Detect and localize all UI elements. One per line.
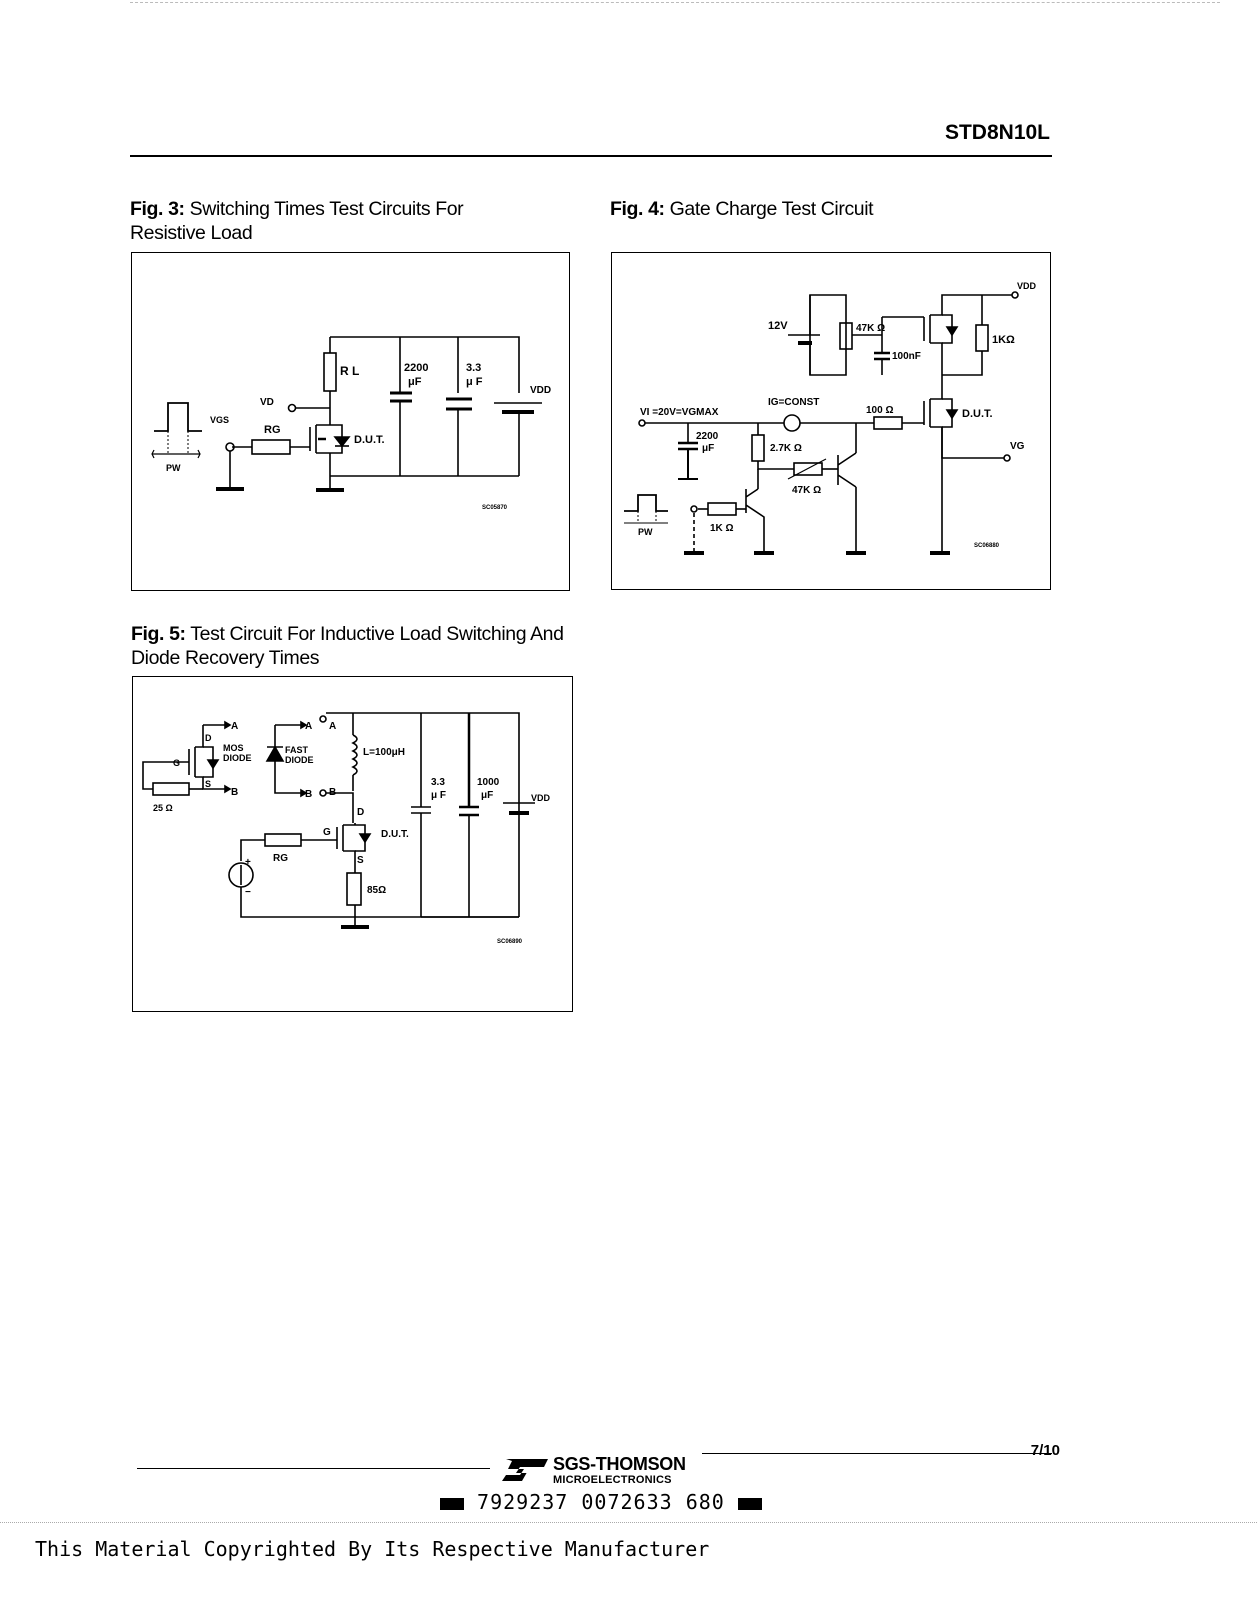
fig3-caption: Fig. 3: Switching Times Test Circuits Fo…	[130, 197, 540, 245]
fig5-label-c1000-unit: μF	[481, 790, 493, 801]
fig5-label-r25: 25 Ω	[153, 803, 173, 813]
fig4-label-r100: 100 Ω	[866, 405, 893, 416]
fig4-label-r1k-bottom: 1K Ω	[710, 523, 734, 534]
fig4-caption-label: Fig. 4:	[610, 198, 665, 220]
fig4-caption-text: Gate Charge Test Circuit	[669, 198, 874, 220]
fig3-label-rl: R L	[340, 364, 359, 378]
fig4-label-code: SC06880	[974, 543, 1000, 549]
fig4-caption: Fig. 4: Gate Charge Test Circuit	[610, 197, 1030, 221]
fig3-label-dut: D.U.T.	[354, 434, 385, 446]
fig3-label-c1-value: 2200	[404, 362, 428, 374]
fig4-label-dut: D.U.T.	[962, 408, 993, 420]
fig4-circuit-diagram: VDD 12V 47K Ω 100nF 1KΩ VI =20V=VGMAX IG…	[611, 252, 1051, 590]
logo-sub-text: MICROELECTRONICS	[553, 1474, 672, 1486]
fig4-label-vdd: VDD	[1017, 281, 1037, 291]
fig3-label-vd: VD	[260, 397, 274, 408]
fig5-label-minus: −	[245, 887, 251, 898]
fig5-label-fast: FAST	[285, 745, 309, 755]
fig5-label-s2: S	[357, 855, 364, 866]
fig5-label-rg: RG	[273, 853, 288, 864]
fig4-label-pw: PW	[638, 527, 653, 537]
barcode-number: 7929237 0072633 680	[477, 1490, 725, 1514]
fig4-label-c2200: 2200	[696, 431, 719, 442]
fig5-label-d1: D	[205, 733, 212, 743]
fig4-label-r1k-right: 1KΩ	[992, 334, 1015, 346]
page-number: 7/10	[1030, 1442, 1060, 1459]
fig5-label-d2: D	[357, 807, 364, 818]
fig5-label-diode1: DIODE	[223, 753, 252, 763]
fig4-label-r47k-top: 47K Ω	[856, 323, 885, 334]
fig4-label-r27k: 2.7K Ω	[770, 443, 802, 454]
copyright-notice: This Material Copyrighted By Its Respect…	[35, 1537, 710, 1561]
fig5-label-vdd: VDD	[531, 793, 551, 803]
fig4-label-12v: 12V	[768, 320, 788, 332]
fig5-label-g1: G	[173, 758, 180, 768]
fig5-caption-text: Test Circuit For Inductive Load Switchin…	[131, 623, 564, 669]
fig4-label-vi: VI =20V=VGMAX	[640, 407, 719, 418]
fig5-label-s1: S	[205, 779, 211, 789]
fig3-label-vgs: VGS	[210, 415, 229, 425]
scan-edge-top	[130, 2, 1220, 3]
fig5-label-r85: 85Ω	[367, 885, 386, 896]
fig5-label-c33-unit: μ F	[431, 790, 446, 801]
fig5-label-b3: B	[329, 787, 336, 798]
fig5-caption: Fig. 5: Test Circuit For Inductive Load …	[131, 622, 571, 670]
st-logo-icon	[502, 1459, 548, 1481]
fig5-label-c1000-value: 1000	[477, 777, 500, 788]
st-logo	[500, 1457, 550, 1488]
fig5-label-g2: G	[323, 827, 331, 838]
fig4-label-c100nf: 100nF	[892, 351, 921, 362]
fig3-caption-label: Fig. 3:	[130, 198, 185, 220]
fig5-label-b2: B	[305, 789, 312, 800]
fig5-label-a1: A	[231, 721, 238, 732]
fig5-label-c33-value: 3.3	[431, 777, 445, 788]
fig3-label-c2-unit: μ F	[466, 376, 483, 388]
fig5-label-plus: +	[245, 857, 251, 868]
fig5-caption-label: Fig. 5:	[131, 623, 186, 645]
fig5-label-code: SC06890	[497, 939, 523, 945]
fig3-label-c2-value: 3.3	[466, 362, 481, 374]
footer-rule-right	[702, 1453, 1052, 1454]
fig5-label-inductor: L=100μH	[363, 747, 405, 758]
fig3-label-pw: PW	[166, 463, 181, 473]
fig3-label-code: SC05870	[482, 505, 508, 511]
fig4-label-vg: VG	[1010, 441, 1025, 452]
part-number: STD8N10L	[944, 121, 1050, 144]
scan-edge-bottom	[0, 1522, 1257, 1523]
fig5-circuit-diagram: A A A B B B D D MOS DIODE FAST DIODE G G…	[132, 676, 573, 1012]
fig3-caption-text: Switching Times Test Circuits For Resist…	[130, 198, 464, 244]
fig3-circuit-diagram: R L 2200 μF 3.3 μ F VDD VD VGS RG D.U.T.…	[131, 252, 570, 591]
fig5-label-dut: D.U.T.	[381, 829, 409, 840]
fig4-label-ig: IG=CONST	[768, 397, 819, 408]
header-rule	[130, 155, 1052, 157]
barcode-block-left	[440, 1497, 464, 1510]
fig5-label-diode2: DIODE	[285, 755, 314, 765]
fig5-label-a3: A	[329, 721, 336, 732]
fig3-label-vdd: VDD	[530, 385, 551, 396]
barcode-block-right	[737, 1497, 762, 1510]
fig5-label-b1: B	[231, 787, 238, 798]
fig5-label-mos: MOS	[223, 743, 244, 753]
logo-main-text: SGS-THOMSON	[553, 1454, 686, 1474]
fig5-label-a2: A	[305, 721, 312, 732]
barcode-line: 7929237 0072633 680	[440, 1490, 762, 1514]
fig4-label-c2200-unit: μF	[702, 443, 714, 454]
fig3-label-c1-unit: μF	[408, 376, 422, 388]
fig3-label-rg: RG	[264, 424, 281, 436]
fig4-label-r47k-mid: 47K Ω	[792, 485, 821, 496]
footer-rule-left	[137, 1468, 490, 1469]
